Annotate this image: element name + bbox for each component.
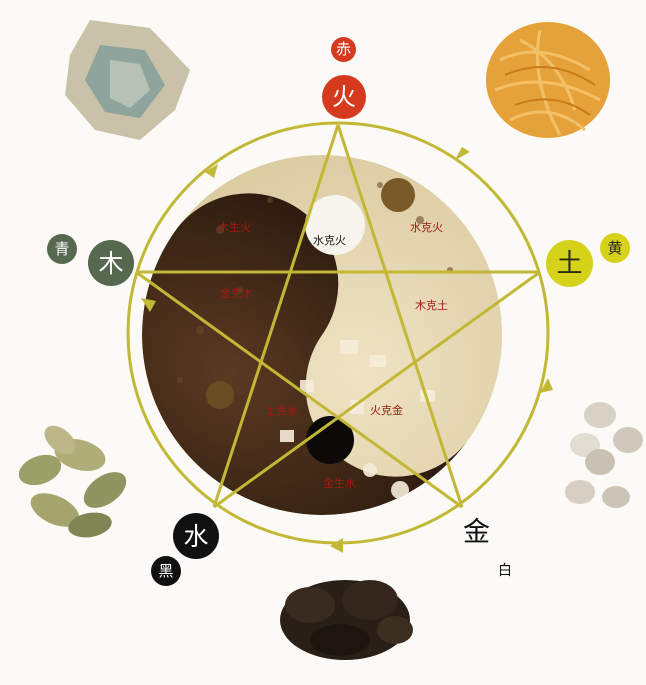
relation-water-fire-2: 水克火 (410, 222, 443, 233)
herb-white-pebbles-icon (565, 402, 643, 508)
herb-wood-bark-icon (65, 20, 190, 140)
herb-orange-shreds-icon (486, 22, 610, 138)
earth-color-label: 黄 (600, 233, 630, 263)
relation-fire-metal: 火克金 (370, 405, 403, 416)
herb-leaves-icon (15, 420, 133, 541)
earth-element-label: 土 (546, 240, 593, 287)
metal-color-label: 白 (498, 564, 512, 578)
relation-earth-water: 土克水 (265, 405, 298, 416)
relation-wood-fire: 木生火 (218, 222, 251, 233)
relation-metal-water: 金生水 (323, 478, 356, 489)
water-color-label: 黑 (151, 556, 181, 586)
relation-metal-wood: 金克木 (220, 288, 253, 299)
water-element-label: 水 (173, 513, 219, 559)
yin-yang-disc (71, 155, 521, 586)
wood-color-label: 青 (47, 234, 77, 264)
wood-element-label: 木 (88, 240, 134, 286)
relation-wood-earth: 木克土 (415, 300, 448, 311)
herb-black-lumps-icon (280, 580, 413, 660)
metal-element-label: 金 (463, 519, 490, 546)
fire-element-label: 火 (322, 75, 366, 119)
fire-color-label: 赤 (331, 37, 356, 62)
relation-water-fire: 水克火 (313, 235, 346, 246)
